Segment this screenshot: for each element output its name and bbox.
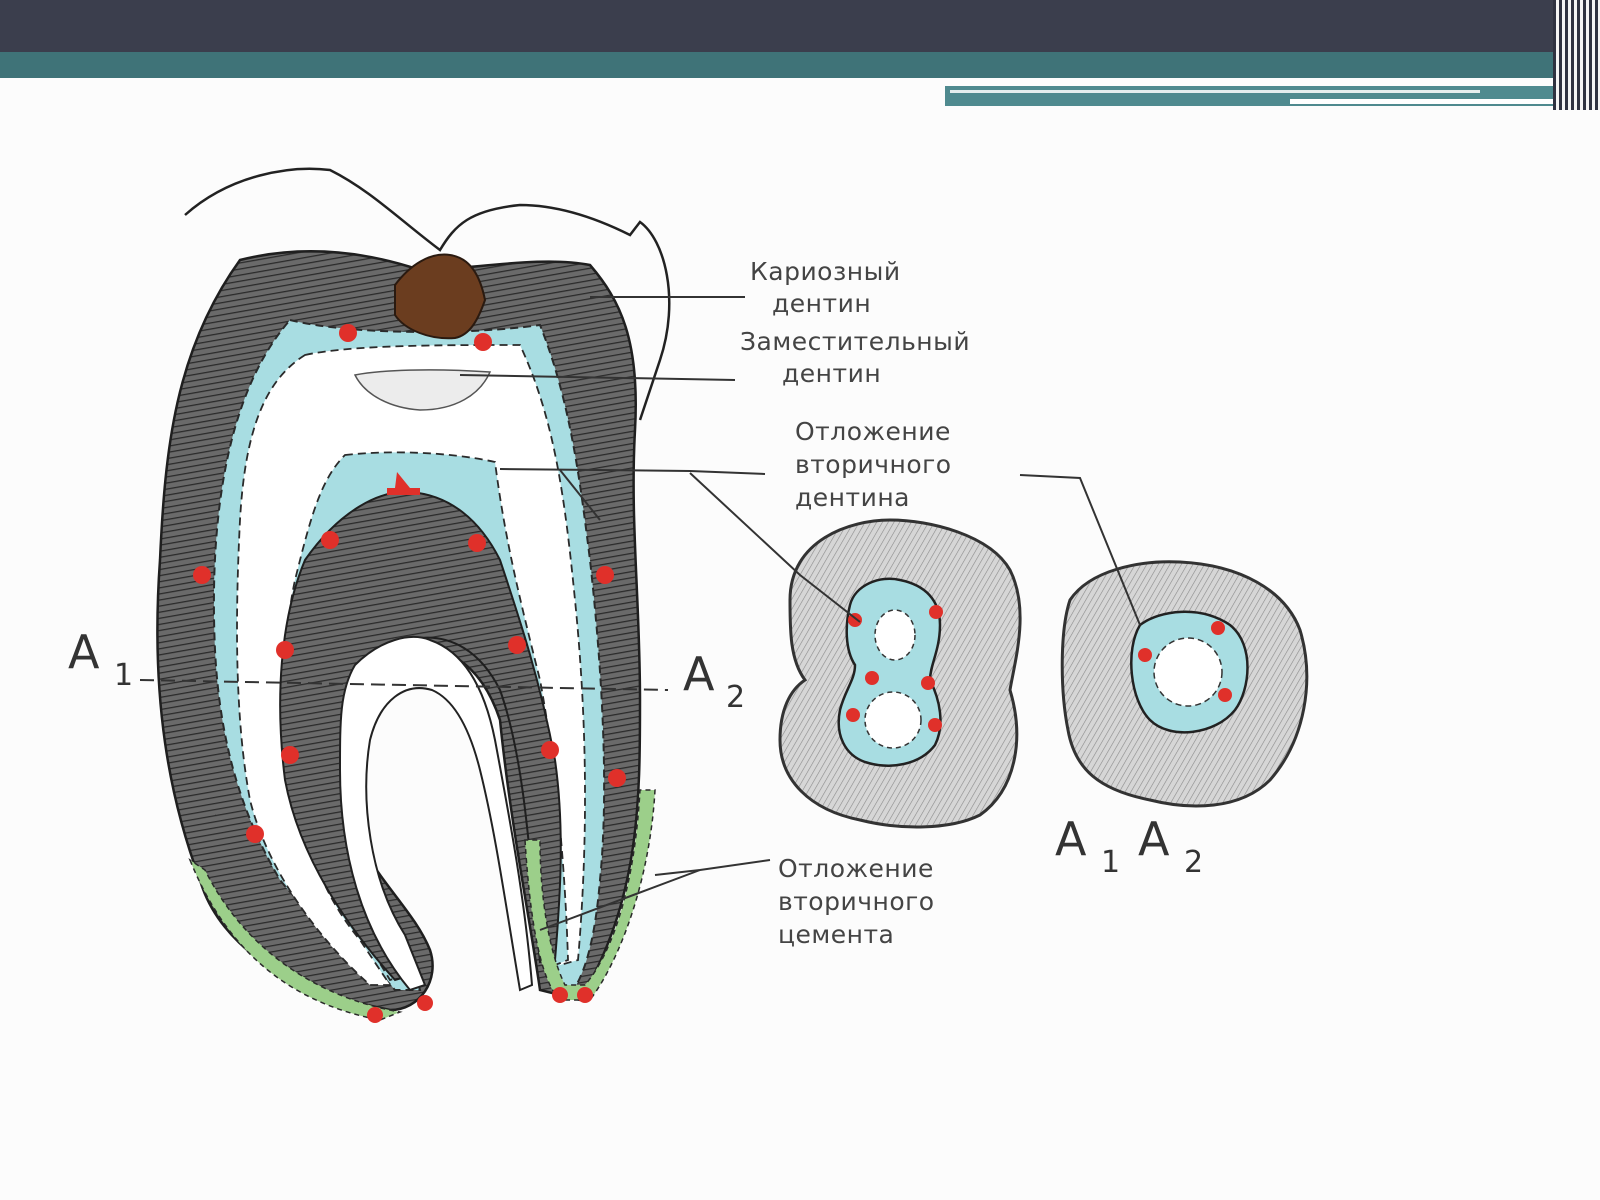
section-marks: A 1 A 2 A 1 A 2	[68, 625, 1203, 880]
label-replacement-line1: Заместительный	[740, 327, 970, 356]
cs-label-a2-sub: 2	[1184, 845, 1203, 880]
marker	[339, 324, 357, 342]
leader-cement-left	[539, 869, 701, 931]
label-secondary-cement-line2: вторичного	[778, 887, 935, 916]
canal	[1153, 637, 1223, 707]
mark-a-right: A	[683, 647, 715, 701]
label-secondary-cement-line1: Отложение	[778, 854, 934, 883]
marker	[1138, 648, 1152, 662]
marker	[367, 1007, 383, 1023]
marker	[577, 987, 593, 1003]
marker	[846, 708, 860, 722]
leader-secondary-dentin	[499, 468, 766, 475]
mark-a-left-sub: 1	[114, 658, 133, 693]
leader-to-root	[559, 469, 601, 521]
leader-to-a1	[689, 472, 861, 623]
label-carious-line1: Кариозный	[750, 257, 901, 286]
marker	[246, 825, 264, 843]
marker	[921, 676, 935, 690]
marker	[468, 534, 486, 552]
header-stripe-pattern	[1553, 0, 1600, 110]
cs-label-a1-sub: 1	[1101, 845, 1120, 880]
marker	[929, 605, 943, 619]
label-secondary-dentin-line3: дентина	[795, 483, 910, 512]
marker	[1211, 621, 1225, 635]
marker	[193, 566, 211, 584]
marker	[1218, 688, 1232, 702]
cs-label-a2: A	[1138, 812, 1170, 866]
marker	[276, 641, 294, 659]
marker	[474, 333, 492, 351]
header-accent-white	[1290, 99, 1570, 104]
cross-section-a2	[1060, 560, 1309, 808]
marker	[928, 718, 942, 732]
label-replacement-line2: дентин	[782, 359, 881, 388]
root-furcation-gap	[338, 636, 534, 992]
marker	[321, 531, 339, 549]
secondary-cement	[188, 858, 403, 1021]
enamel-outline	[184, 167, 671, 421]
leader-secondary-cement	[654, 859, 771, 876]
leader-to-a2	[1019, 474, 1141, 626]
carious-dentin	[394, 253, 487, 340]
label-carious-line2: дентин	[772, 289, 871, 318]
secondary-cement-right	[524, 789, 656, 1001]
marker-arrow	[387, 472, 420, 495]
marker	[552, 987, 568, 1003]
leader-replacement	[459, 374, 736, 381]
deposition-markers	[193, 324, 626, 1023]
marker	[596, 566, 614, 584]
label-secondary-dentin-line2: вторичного	[795, 450, 952, 479]
replacement-dentin	[353, 369, 492, 411]
label-secondary-dentin-line1: Отложение	[795, 417, 951, 446]
mark-a-right-sub: 2	[726, 680, 745, 715]
header-accent-line	[950, 90, 1480, 93]
canal	[864, 691, 922, 749]
cs-label-a1: A	[1055, 812, 1087, 866]
marker	[865, 671, 879, 685]
leader-lines	[459, 296, 1141, 931]
mark-a-left: A	[68, 625, 100, 679]
marker	[608, 769, 626, 787]
label-secondary-cement-line3: цемента	[778, 920, 894, 949]
header-bar-dark	[0, 0, 1600, 52]
canal	[874, 609, 916, 661]
cross-section-a1	[778, 518, 1022, 829]
marker	[541, 741, 559, 759]
section-line	[139, 679, 669, 691]
annotation-labels: Кариозный дентин Заместительный дентин О…	[740, 257, 970, 949]
marker	[508, 636, 526, 654]
marker	[281, 746, 299, 764]
header-bar-teal	[0, 52, 1560, 78]
marker	[417, 995, 433, 1011]
